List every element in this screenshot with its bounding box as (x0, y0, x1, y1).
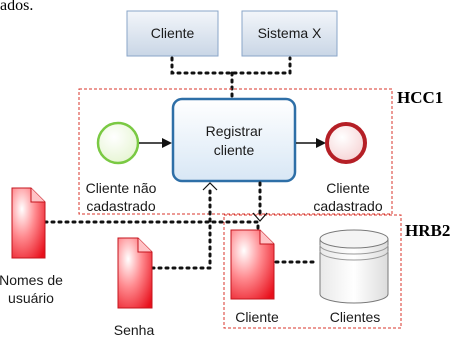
data-object-senha-label: Senha (114, 322, 155, 338)
participant-cliente-label: Cliente (151, 25, 195, 41)
data-object-nomes-label-line2: usuário (8, 290, 54, 306)
data-object-nomes-de-usuario[interactable] (11, 187, 46, 259)
start-event-label-line2: cadastrado (86, 198, 155, 214)
association-arrowhead (252, 212, 268, 222)
data-store-clientes-label: Clientes (330, 309, 381, 325)
data-object-cliente-label: Cliente (235, 309, 279, 325)
task-label-line1: Registrar (206, 123, 263, 139)
end-event-label-line1: Cliente (326, 180, 370, 196)
end-event[interactable] (325, 122, 367, 164)
participant-sistema-x[interactable]: Sistema X (241, 10, 338, 57)
data-object-nomes-label-line1: Nomes de (0, 272, 63, 288)
group-hrb2-label: HRB2 (405, 221, 450, 240)
task-label-line2: cliente (214, 142, 255, 158)
sequence-flow-task-to-end (296, 138, 326, 148)
data-store-clientes[interactable] (319, 229, 389, 304)
sequence-flow-start-to-task (139, 138, 172, 148)
participant-association (170, 56, 292, 100)
task-registrar-cliente[interactable]: Registrar cliente (171, 97, 297, 183)
participant-cliente[interactable]: Cliente (126, 10, 219, 57)
top-text-fragment: ados. (0, 0, 33, 14)
group-hcc1-label: HCC1 (397, 88, 443, 107)
group-hcc1 (78, 88, 393, 215)
start-event-label-line1: Cliente não (86, 180, 157, 196)
data-association (43, 181, 320, 270)
association-arrowhead (202, 182, 218, 191)
data-object-cliente[interactable] (230, 229, 275, 300)
end-event-label-line2: cadastrado (313, 198, 382, 214)
data-object-senha[interactable] (117, 237, 153, 309)
participant-sistema-x-label: Sistema X (258, 25, 322, 41)
start-event[interactable] (96, 121, 140, 165)
